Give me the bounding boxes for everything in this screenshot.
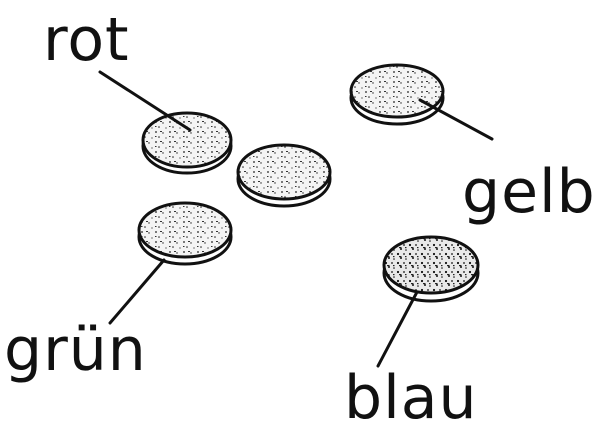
leader-line-rot	[98, 70, 192, 132]
label-gelb: gelb	[462, 157, 596, 227]
disc-rot	[141, 111, 233, 175]
label-blau: blau	[344, 363, 478, 433]
leader-line-gelb	[418, 98, 494, 141]
disc-middle	[236, 143, 332, 208]
label-rot: rot	[43, 5, 130, 75]
disc-gruen	[137, 201, 233, 266]
leader-line-blau	[376, 290, 419, 368]
disc-blau	[382, 235, 480, 303]
disc-gelb	[349, 63, 445, 126]
label-gruen: grün	[4, 315, 147, 385]
leader-line-gruen	[108, 258, 166, 325]
